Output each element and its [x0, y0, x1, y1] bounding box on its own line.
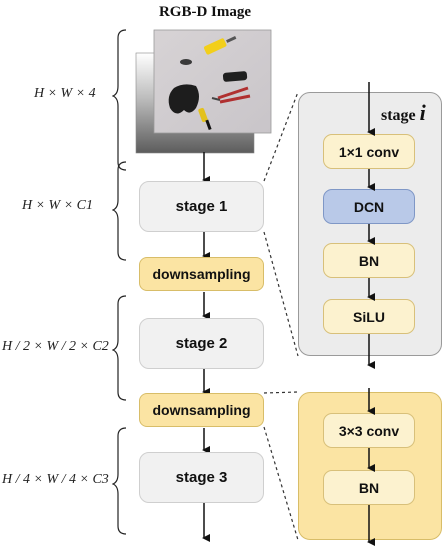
backbone-arrows — [202, 152, 210, 542]
dcn-label: DCN — [353, 198, 385, 215]
dashed-line — [263, 426, 299, 541]
bracket-icon — [112, 427, 127, 535]
stage-1-label: stage 1 — [175, 198, 228, 215]
downsampling-2-label: downsampling — [152, 402, 251, 418]
conv1x1-label: 1×1 conv — [338, 143, 400, 160]
bn-label-1: BN — [358, 252, 380, 269]
conv3x3-block: 3×3 conv — [323, 413, 415, 448]
bn-label-2: BN — [358, 479, 380, 496]
stage-2-label: stage 2 — [175, 335, 228, 352]
detail-arrows — [367, 82, 375, 546]
dim-label-0: H × W × 4 — [34, 86, 96, 101]
stage-3-box: stage 3 — [139, 452, 264, 503]
conv1x1-block: 1×1 conv — [323, 134, 415, 169]
brackets — [112, 29, 127, 535]
stage-i-index: i — [419, 100, 426, 125]
rgbd-photo — [135, 29, 272, 154]
image-title: RGB-D Image — [158, 4, 252, 20]
stage-1-box: stage 1 — [139, 181, 264, 232]
dashed-line — [263, 391, 299, 394]
dim-label-1: H × W × C1 — [22, 198, 94, 213]
stage-i-title: stage i — [381, 100, 426, 126]
downsampling-2-box: downsampling — [139, 393, 264, 427]
stage-3-label: stage 3 — [175, 469, 228, 486]
bn-block-2: BN — [323, 470, 415, 505]
bracket-icon — [112, 161, 127, 261]
dim-label-2: H / 2 × W / 2 × C2 — [2, 339, 109, 354]
downsampling-1-box: downsampling — [139, 257, 264, 291]
bracket-icon — [112, 29, 127, 171]
downsampling-1-label: downsampling — [152, 266, 251, 282]
bracket-icon — [112, 295, 127, 401]
silu-block: SiLU — [323, 299, 415, 334]
stage-2-box: stage 2 — [139, 318, 264, 369]
bn-block-1: BN — [323, 243, 415, 278]
dashed-line — [263, 231, 299, 357]
silu-label: SiLU — [353, 308, 385, 325]
dim-label-3: H / 4 × W / 4 × C3 — [2, 472, 109, 487]
objects-in-photo — [168, 35, 251, 131]
stage-i-word: stage — [381, 107, 416, 124]
conv3x3-label: 3×3 conv — [338, 422, 400, 439]
